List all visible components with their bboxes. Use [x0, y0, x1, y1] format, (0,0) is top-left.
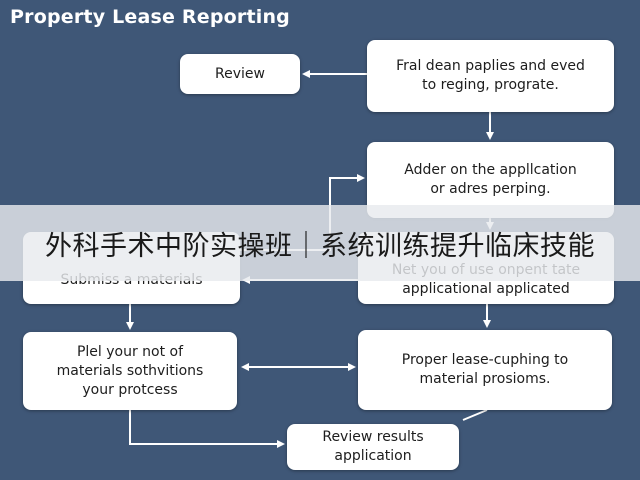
arrow-proper-to-results	[462, 409, 488, 421]
review-results-box: Review results application	[287, 424, 459, 470]
arrow-plel-to-results	[129, 410, 285, 448]
fral-box: Fral dean paplies and eved to reging, pr…	[367, 40, 614, 112]
arrow-proper-to-plel-head	[241, 363, 249, 371]
page-title: Property Lease Reporting	[10, 6, 290, 28]
overlay-banner: 外科手术中阶实操班｜系统训练提升临床技能	[0, 205, 640, 281]
proper-lease-box: Proper lease-cuphing to material prosiom…	[358, 330, 612, 410]
review-box: Review	[180, 54, 300, 94]
plel-box: Plel your not of materials sothvitions y…	[23, 332, 237, 410]
